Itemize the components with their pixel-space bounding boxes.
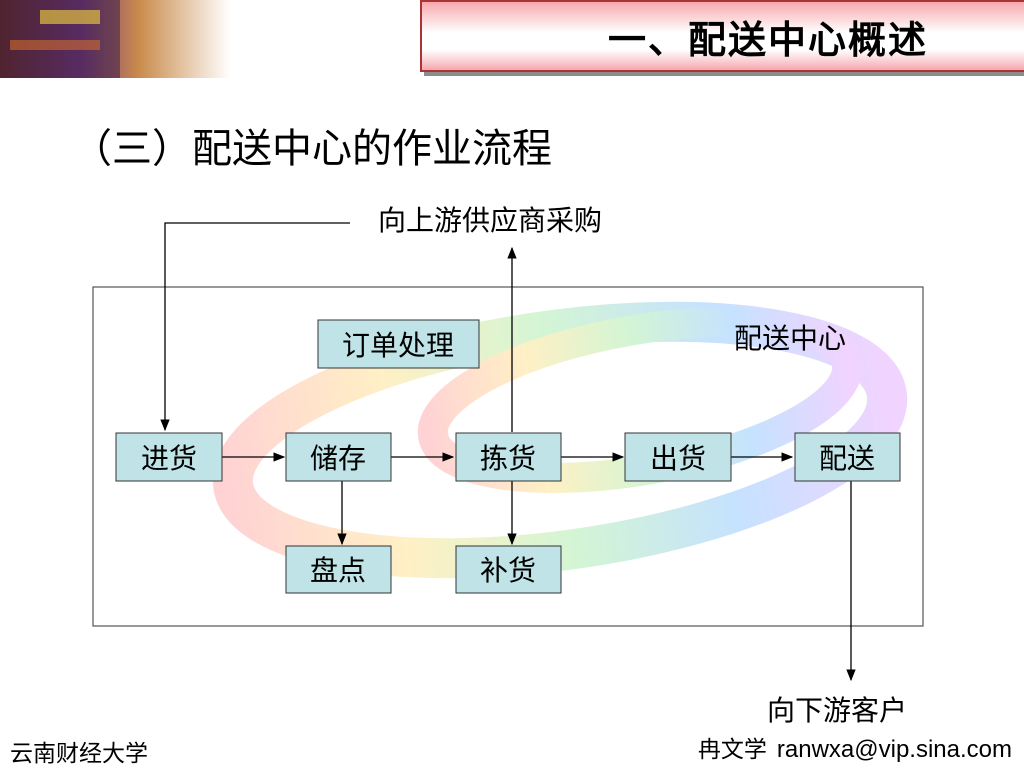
footer-email: ranwxa@vip.sina.com (776, 736, 1012, 763)
section-subtitle: （三）配送中心的作业流程 (72, 126, 552, 172)
footer-author: 冉文学 (697, 737, 767, 763)
svg-text:补货: 补货 (480, 554, 536, 587)
node-pick: 拣货 (455, 432, 562, 482)
footer-university: 云南财经大学 (10, 741, 148, 767)
svg-text:出货: 出货 (650, 442, 706, 475)
svg-text:配送: 配送 (819, 442, 875, 475)
svg-text:进货: 进货 (141, 442, 197, 475)
svg-text:拣货: 拣货 (480, 442, 536, 475)
node-ship: 出货 (624, 432, 732, 482)
upstream-label: 向上游供应商采购 (378, 204, 602, 237)
node-order-processing: 订单处理 (317, 319, 480, 369)
corner-decoration-image (0, 0, 230, 78)
node-receive: 进货 (115, 432, 223, 482)
node-inventory: 盘点 (285, 545, 392, 594)
svg-text:订单处理: 订单处理 (342, 329, 454, 362)
page-title: 一、配送中心概述 (607, 17, 928, 62)
svg-text:储存: 储存 (310, 442, 366, 475)
footer-author-block: 冉文学 ranwxa@vip.sina.com (698, 730, 1012, 764)
node-replenish: 补货 (455, 545, 562, 594)
downstream-label: 向下游客户 (767, 694, 907, 727)
svg-text:盘点: 盘点 (310, 554, 366, 587)
title-banner: 一、配送中心概述 (420, 0, 1024, 72)
region-label: 配送中心 (734, 322, 846, 355)
arrow-upstream-to-receive (160, 222, 350, 432)
node-store: 储存 (285, 432, 392, 482)
node-deliver: 配送 (794, 432, 901, 482)
